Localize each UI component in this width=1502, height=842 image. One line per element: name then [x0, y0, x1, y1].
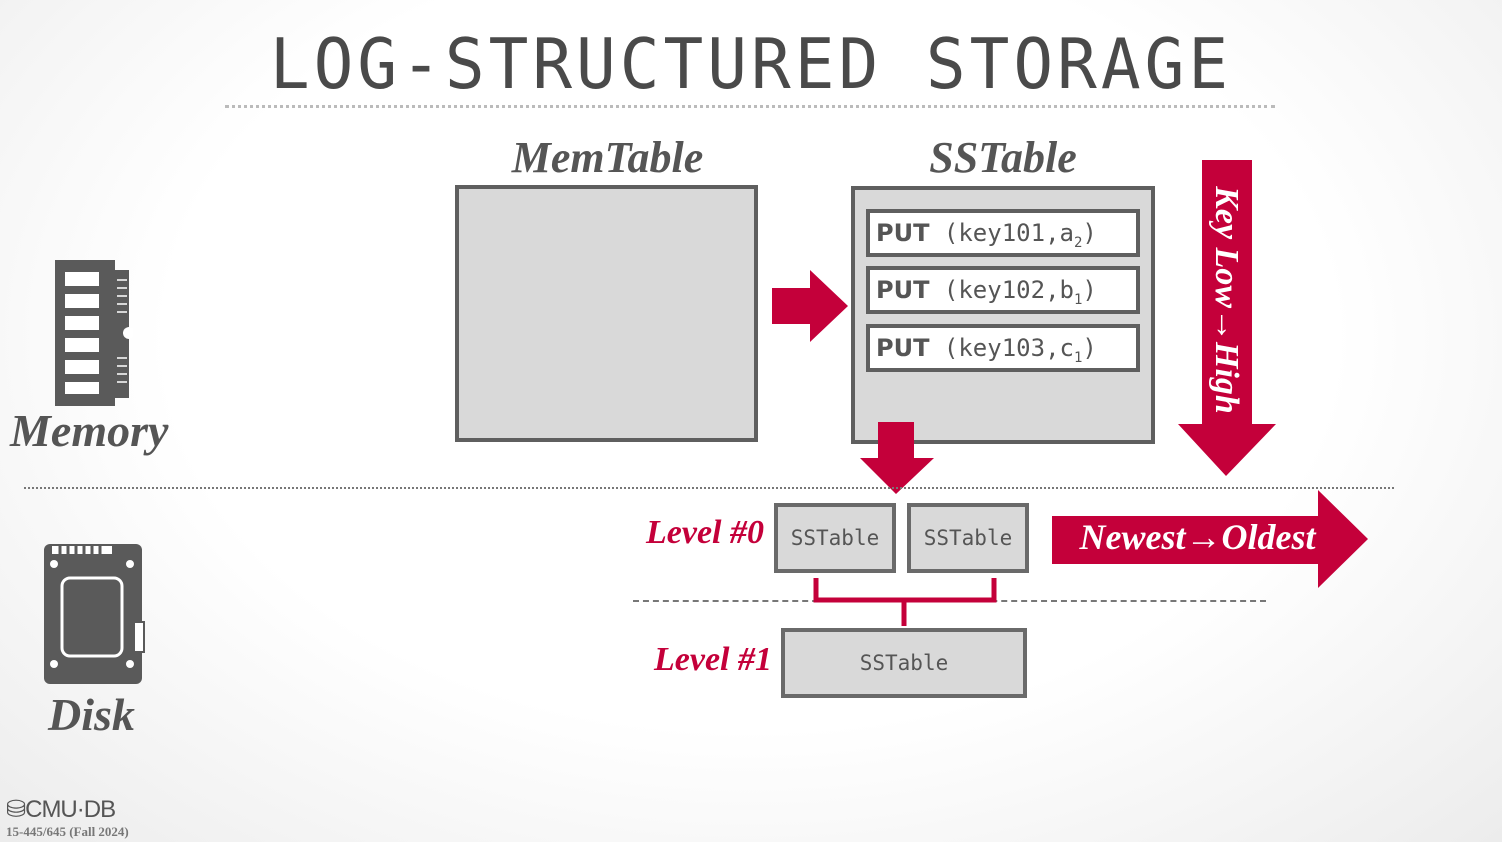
disk-ssd-icon: [44, 544, 145, 684]
course-label: 15-445/645 (Fall 2024): [6, 824, 129, 839]
put-entry: PUT (key102,b1): [866, 266, 1140, 314]
slide-title: LOG-STRUCTURED STORAGE: [269, 24, 1233, 105]
compaction-brace-icon: [813, 578, 997, 626]
database-icon: ⛁: [6, 796, 26, 823]
flush-arrow-right-icon: [772, 270, 848, 342]
newest-oldest-label: Newest→Oldest: [1079, 517, 1316, 557]
memtable-label: MemTable: [511, 133, 704, 182]
key-order-arrow-icon: [1178, 160, 1276, 476]
level0-sstable: SSTable: [907, 503, 1029, 573]
memory-label: Memory: [10, 405, 169, 456]
cmu-db-logo: ⛁CMU·DB: [6, 796, 116, 823]
level1-sstable: SSTable: [781, 628, 1027, 698]
level1-label: Level #1: [654, 641, 772, 678]
memtable-box: [455, 185, 758, 442]
level0-sstable: SSTable: [774, 503, 896, 573]
sstable-label: SSTable: [929, 133, 1077, 182]
disk-label: Disk: [48, 689, 135, 740]
memory-disk-divider: [24, 487, 1394, 489]
put-entry: PUT (key101,a2): [866, 209, 1140, 257]
put-entry: PUT (key103,c1): [866, 324, 1140, 372]
newest-oldest-arrow-icon: [1052, 490, 1368, 588]
memory-ram-icon: [55, 260, 133, 406]
key-order-label: Key Low→High: [1208, 186, 1245, 414]
title-divider: [225, 105, 1275, 108]
level0-label: Level #0: [646, 514, 764, 551]
flush-arrow-down-icon: [860, 422, 934, 494]
